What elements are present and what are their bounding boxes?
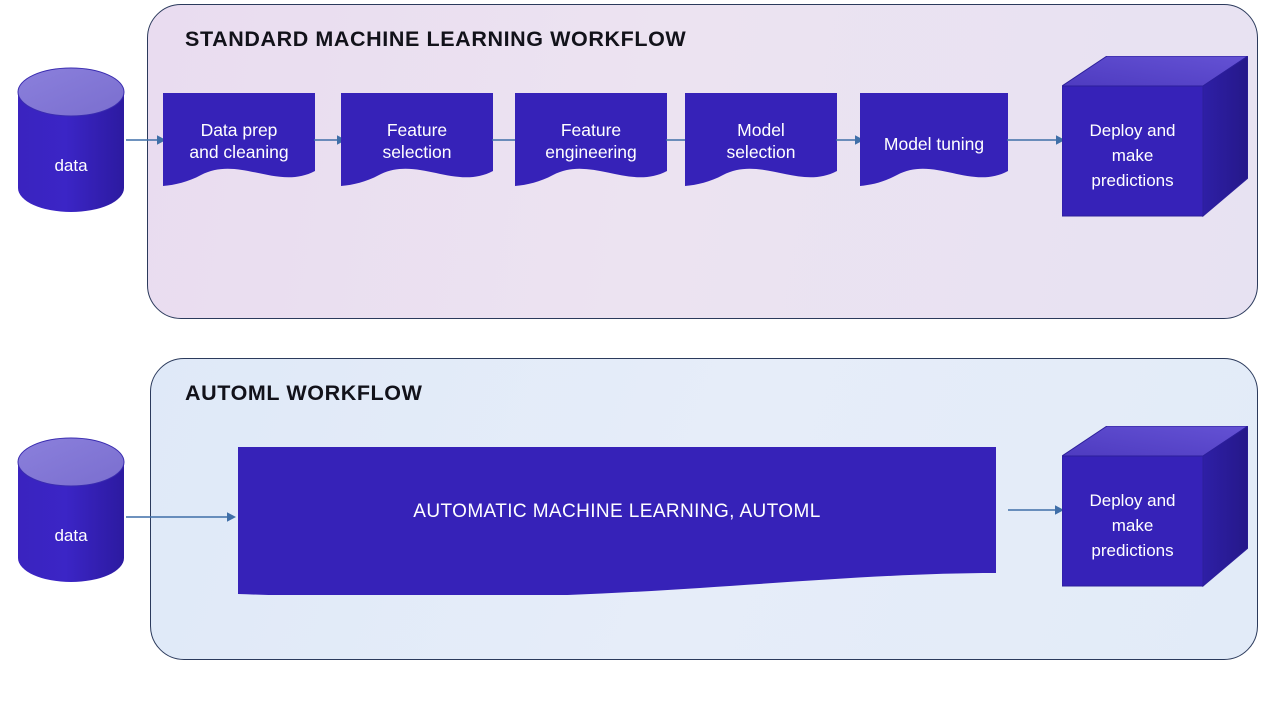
cube-icon <box>1060 55 1250 218</box>
arrow-right-icon <box>1007 131 1065 149</box>
automl-banner-label: AUTOMATIC MACHINE LEARNING, AUTOML <box>413 501 821 522</box>
standard-workflow-title: STANDARD MACHINE LEARNING WORKFLOW <box>185 27 687 51</box>
step-box-data-prep[interactable]: Data prep and cleaning <box>163 93 315 193</box>
arrow-right-icon <box>1008 501 1064 519</box>
data-cylinder-label-automl: data <box>54 526 88 545</box>
arrow-right-icon <box>126 508 236 526</box>
step-box-model-tuning[interactable]: Model tuning <box>860 93 1008 193</box>
automl-banner[interactable]: AUTOMATIC MACHINE LEARNING, AUTOML <box>238 447 996 598</box>
deploy-label-line1: Deploy and <box>1089 121 1176 140</box>
deploy-cube-label-standard: Deploy and make predictions <box>1062 118 1203 193</box>
cube-icon <box>1060 425 1250 588</box>
arrow-right-icon <box>126 131 166 149</box>
deploy-cube-automl[interactable]: Deploy and make predictions <box>1060 425 1250 591</box>
database-cylinder-icon <box>17 437 125 582</box>
data-cylinder-automl: data <box>16 436 126 584</box>
deploy-label-line3: predictions <box>1091 541 1174 560</box>
database-cylinder-icon <box>17 67 125 212</box>
data-cylinder-standard: data <box>16 66 126 214</box>
arrow-right-icon <box>836 131 864 149</box>
step-box-feature-engineering[interactable]: Feature engineering <box>515 93 667 193</box>
deploy-label-line2: make <box>1111 516 1154 535</box>
deploy-label-line2: make <box>1111 146 1154 165</box>
step-box-model-selection[interactable]: Model selection <box>685 93 837 193</box>
deploy-cube-standard[interactable]: Deploy and make predictions <box>1060 55 1250 221</box>
data-cylinder-label-standard: data <box>54 156 88 175</box>
automl-workflow-title: AUTOML WORKFLOW <box>185 381 423 405</box>
step-box-feature-selection[interactable]: Feature selection <box>341 93 493 193</box>
deploy-cube-label-automl: Deploy and make predictions <box>1062 488 1203 563</box>
deploy-label-line1: Deploy and <box>1089 491 1176 510</box>
deploy-label-line3: predictions <box>1091 171 1174 190</box>
